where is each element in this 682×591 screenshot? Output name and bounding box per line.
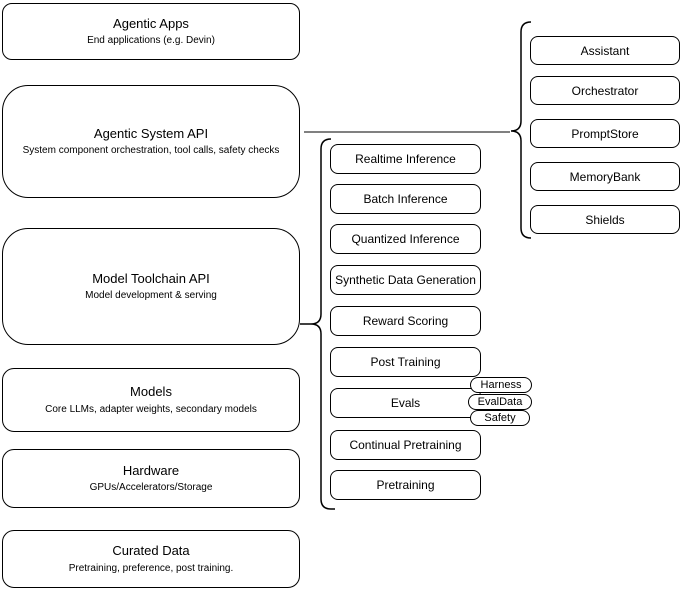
node-batch-inference: Batch Inference — [330, 184, 481, 214]
tag-evaldata: EvalData — [468, 394, 532, 410]
node-label: Shields — [585, 212, 625, 227]
node-model-toolchain-api: Model Toolchain API Model development & … — [2, 228, 300, 345]
node-subtitle: End applications (e.g. Devin) — [87, 35, 215, 47]
node-label: Synthetic Data Generation — [335, 273, 476, 287]
node-label: Batch Inference — [363, 192, 448, 206]
node-label: PromptStore — [571, 126, 639, 141]
node-subtitle: Model development & serving — [85, 290, 217, 302]
node-continual-pretraining: Continual Pretraining — [330, 430, 481, 460]
node-label: Post Training — [370, 355, 441, 369]
node-label: Reward Scoring — [362, 314, 449, 328]
tag-label: EvalData — [477, 395, 523, 408]
node-label: Orchestrator — [571, 83, 639, 98]
tag-label: Harness — [480, 378, 522, 391]
node-post-training: Post Training — [330, 347, 481, 377]
node-hardware: Hardware GPUs/Accelerators/Storage — [2, 449, 300, 508]
node-label: Continual Pretraining — [349, 438, 462, 452]
node-title: Curated Data — [112, 543, 190, 559]
tag-label: Safety — [484, 411, 516, 424]
node-agentic-apps: Agentic Apps End applications (e.g. Devi… — [2, 3, 300, 60]
node-memorybank: MemoryBank — [530, 162, 680, 191]
node-quantized-inference: Quantized Inference — [330, 224, 481, 254]
node-agentic-system-api: Agentic System API System component orch… — [2, 85, 300, 198]
node-label: Pretraining — [376, 478, 435, 492]
node-synthetic-data-generation: Synthetic Data Generation — [330, 265, 481, 295]
node-label: Evals — [390, 396, 421, 410]
tag-safety: Safety — [470, 410, 530, 426]
node-label: Assistant — [580, 43, 630, 58]
node-curated-data: Curated Data Pretraining, preference, po… — [2, 530, 300, 588]
node-title: Model Toolchain API — [92, 270, 210, 286]
node-assistant: Assistant — [530, 36, 680, 65]
node-title: Models — [130, 384, 172, 400]
node-title: Agentic Apps — [113, 15, 189, 31]
node-title: Hardware — [122, 462, 180, 478]
node-subtitle: GPUs/Accelerators/Storage — [89, 482, 213, 494]
node-title: Agentic System API — [93, 125, 209, 141]
node-shields: Shields — [530, 205, 680, 234]
node-realtime-inference: Realtime Inference — [330, 144, 481, 174]
node-promptstore: PromptStore — [530, 119, 680, 148]
node-models: Models Core LLMs, adapter weights, secon… — [2, 368, 300, 432]
node-evals: Evals — [330, 388, 481, 418]
node-subtitle: Core LLMs, adapter weights, secondary mo… — [45, 403, 257, 415]
system-components-brace — [510, 21, 532, 239]
node-label: Realtime Inference — [355, 152, 456, 166]
node-pretraining: Pretraining — [330, 470, 481, 500]
tag-harness: Harness — [470, 377, 532, 393]
node-subtitle: Pretraining, preference, post training. — [68, 562, 234, 574]
node-subtitle: System component orchestration, tool cal… — [22, 145, 280, 157]
node-reward-scoring: Reward Scoring — [330, 306, 481, 336]
node-label: MemoryBank — [569, 169, 641, 184]
node-orchestrator: Orchestrator — [530, 76, 680, 105]
node-label: Quantized Inference — [351, 232, 460, 246]
